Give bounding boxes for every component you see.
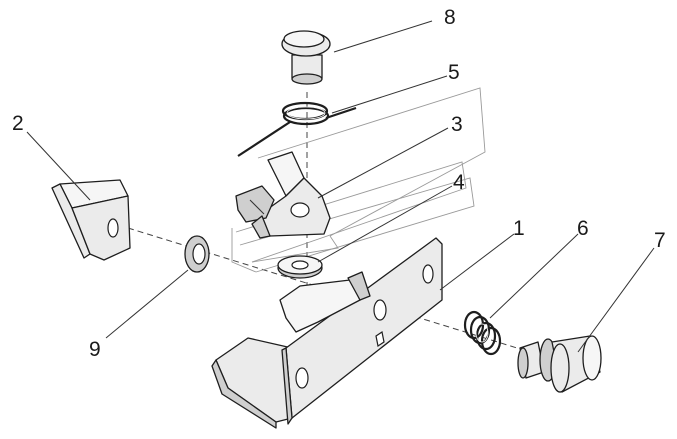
assembly-ghost-outlines: [231, 87, 486, 273]
ghost-outline-plate-lower: [239, 177, 475, 273]
leader-9: [105, 269, 189, 339]
part-1-bracket: [211, 237, 443, 429]
pin-8-tip: [291, 73, 323, 85]
bracket-flange-edge: [281, 347, 293, 425]
spring-5-long-leg: [237, 121, 291, 157]
callout-3: 3: [451, 113, 463, 136]
leader-8: [333, 20, 433, 53]
wedge-front-face: [71, 195, 131, 261]
ghost-outline-plate-upper: [235, 161, 467, 263]
part-5-torsion-spring: [237, 101, 357, 157]
plunger-body-end: [582, 335, 602, 381]
spring-6-coil-2: [469, 315, 491, 345]
plunger-body-front: [550, 343, 570, 393]
pin-8-head-top: [283, 30, 325, 48]
leader-1: [439, 233, 515, 291]
latch-nose-edge: [249, 199, 265, 215]
spring-5-coil-2: [282, 106, 330, 126]
leader-7: [577, 247, 655, 353]
callout-8: 8: [444, 6, 456, 29]
spring-6-coil-4: [480, 326, 502, 356]
spring-5-short-leg: [325, 106, 357, 120]
part-4-washer: [277, 255, 323, 279]
leader-lines: [26, 20, 655, 353]
leader-3: [317, 127, 449, 199]
ghost-outline-latch: [257, 87, 486, 237]
leader-5: [331, 75, 448, 114]
spring-6-coil-3: [475, 321, 497, 351]
part-2-wedge-block: [51, 179, 131, 261]
plunger-tip-face: [517, 347, 529, 379]
callout-1: 1: [513, 217, 525, 240]
bracket-foot-edge: [211, 359, 277, 429]
bracket-hole-middle: [373, 299, 387, 321]
part-3-latch: [235, 151, 331, 239]
leader-6: [489, 233, 579, 319]
spring-5-coil-highlight: [286, 106, 326, 120]
callout-4: 4: [453, 171, 465, 194]
latch-lower-lip: [251, 215, 271, 239]
callout-6: 6: [577, 217, 589, 240]
callout-9: 9: [89, 338, 101, 361]
washer-9-inner: [192, 243, 206, 265]
wedge-hole: [107, 218, 119, 238]
part-7-plunger: [517, 335, 602, 393]
bracket-hole-upper: [422, 264, 434, 284]
part-8-pin: [281, 30, 331, 85]
bracket-hole-lower: [295, 367, 309, 389]
part-9-washer: [184, 235, 210, 273]
bracket-tab-stop: [347, 271, 371, 301]
latch-nose: [235, 185, 275, 223]
callout-5: 5: [448, 61, 460, 84]
part-6-compression-spring: [463, 310, 502, 356]
callout-7: 7: [654, 229, 666, 252]
bracket-slot: [375, 331, 385, 347]
leader-2: [26, 131, 91, 201]
bracket-tab: [279, 279, 361, 333]
callout-2: 2: [12, 112, 24, 135]
ghost-outline-washer-link: [251, 235, 339, 263]
ghost-outline-plate-edge: [231, 228, 257, 273]
spring-6-highlight: [475, 323, 489, 343]
latch-pivot-hole: [290, 202, 310, 218]
leader-4: [317, 185, 453, 263]
washer-4-hole: [291, 260, 309, 270]
